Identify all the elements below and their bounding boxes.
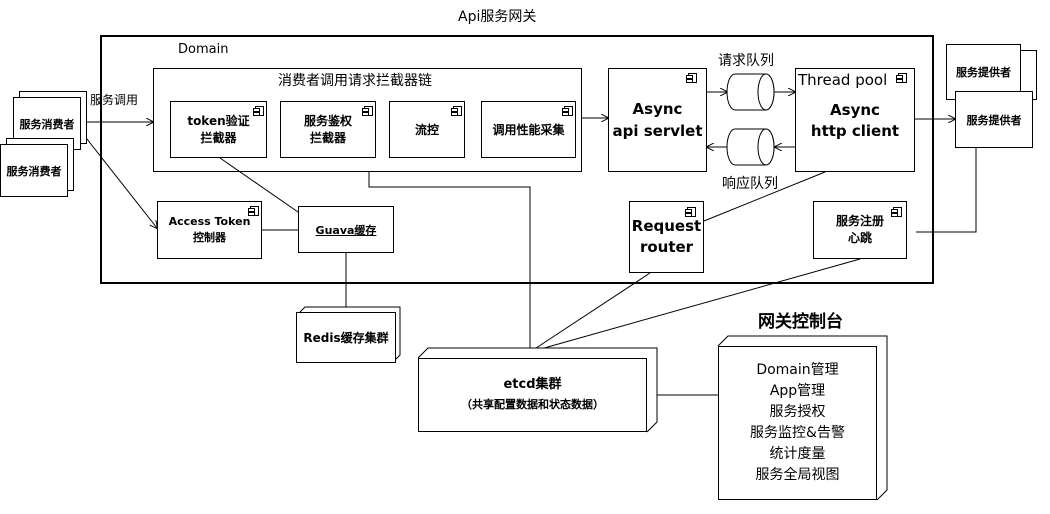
consumer-1-label: 服务消费者	[19, 117, 75, 131]
thread-pool	[795, 68, 915, 172]
service-auth-interceptor: 服务鉴权 拦截器	[280, 101, 376, 158]
client-to-router-line	[703, 171, 826, 222]
provider-1-label: 服务提供者	[956, 66, 1011, 79]
access-token-controller: Access Token 控制器	[157, 201, 262, 259]
redis-cache-cluster: Redis缓存集群	[296, 312, 396, 363]
token-to-guava-line	[219, 157, 299, 213]
service-provider-2: 服务提供者	[955, 91, 1033, 148]
registry-to-etcd-line	[529, 258, 861, 353]
console-item-domain: Domain管理	[756, 362, 839, 378]
service-consumer-2: 服务消费者	[0, 144, 68, 197]
component-icon	[362, 106, 373, 116]
servlet-line2: api servlet	[612, 122, 703, 140]
component-icon	[253, 106, 264, 116]
request-queue-label: 请求队列	[718, 53, 774, 69]
router-line2: router	[639, 238, 694, 256]
domain-label: Domain	[178, 42, 229, 57]
token-validator-line1: token验证	[187, 113, 250, 128]
flow-control-label: 流控	[414, 123, 439, 137]
consumer-chain-label: 消费者调用请求拦截器链	[278, 73, 432, 89]
console-item-monitor: 服务监控&告警	[750, 425, 845, 441]
page-title: Api服务网关	[458, 9, 537, 25]
component-icon	[686, 73, 697, 83]
response-queue-label: 响应队列	[722, 176, 778, 192]
component-icon	[891, 207, 902, 217]
component-icon	[451, 106, 462, 116]
provider-to-registry-line	[916, 148, 977, 233]
servlet-line1: Async	[632, 100, 683, 118]
component-icon	[685, 207, 696, 217]
async-http-client: Async http client	[795, 96, 915, 146]
console-item-global-view: 服务全局视图	[755, 467, 840, 483]
redis-label: Redis缓存集群	[303, 331, 389, 345]
etcd-cluster: etcd集群 （共享配置数据和状态数据）	[418, 358, 647, 432]
provider-2-label: 服务提供者	[966, 113, 1022, 127]
component-icon	[248, 206, 259, 216]
chain-to-etcd-line	[368, 172, 531, 352]
router-line1: Request	[631, 217, 702, 235]
console-title: 网关控制台	[758, 312, 843, 332]
console-item-auth: 服务授权	[769, 404, 826, 420]
service-call-label: 服务调用	[90, 93, 139, 107]
registry-line1: 服务注册	[835, 214, 884, 228]
etcd-line1: etcd集群	[503, 377, 562, 392]
registry-line2: 心跳	[847, 231, 872, 245]
http-client-line1: Async	[830, 101, 880, 119]
consumer-chain-container	[153, 68, 582, 172]
gateway-console: Domain管理 App管理 服务授权 服务监控&告警 统计度量 服务全局视图	[718, 346, 877, 500]
queue-cylinders	[726, 73, 775, 166]
service-auth-line2: 拦截器	[309, 130, 346, 145]
consumer-2-label: 服务消费者	[6, 164, 62, 178]
service-auth-line1: 服务鉴权	[303, 113, 352, 128]
thread-pool-label: Thread pool	[798, 71, 888, 89]
guava-cache: Guava缓存	[298, 206, 394, 253]
console-item-app: App管理	[769, 383, 826, 399]
etcd-line2: （共享配置数据和状态数据）	[461, 398, 604, 411]
component-icon	[896, 73, 907, 83]
async-api-servlet: Async api servlet	[608, 68, 707, 172]
console-item-stats: 统计度量	[769, 446, 826, 462]
access-token-line2: 控制器	[193, 231, 226, 244]
perf-collect-label: 调用性能采集	[492, 123, 565, 137]
perf-collect-interceptor: 调用性能采集	[481, 101, 576, 158]
token-validator-interceptor: token验证 拦截器	[170, 101, 267, 158]
router-to-etcd-line	[529, 272, 651, 353]
component-icon	[562, 106, 573, 116]
access-token-line1: Access Token	[168, 215, 251, 228]
domain-container	[100, 35, 934, 284]
token-validator-line2: 拦截器	[200, 130, 237, 145]
guava-label: Guava缓存	[315, 223, 377, 237]
token-arrow	[82, 133, 157, 228]
service-provider-1: 服务提供者	[946, 44, 1021, 100]
http-client-line2: http client	[810, 122, 900, 140]
